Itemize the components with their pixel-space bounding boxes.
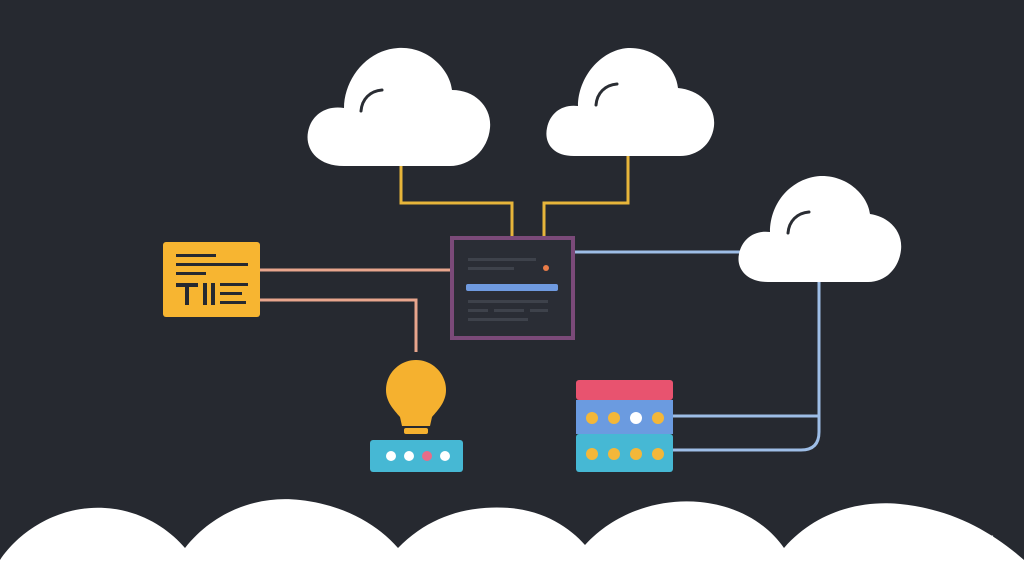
link-doc-bulb bbox=[260, 298, 418, 352]
link-cloud-left-hub bbox=[399, 160, 514, 238]
watermark-text: 资讯网 bbox=[961, 534, 994, 547]
router-icon bbox=[370, 440, 463, 472]
connections bbox=[260, 150, 821, 452]
cloud-icon bbox=[307, 47, 491, 166]
document-icon bbox=[163, 242, 260, 317]
cloud-icon bbox=[738, 175, 902, 282]
link-cloud-right-server-bottom bbox=[672, 416, 821, 452]
link-cloud-mid-hub bbox=[542, 150, 630, 238]
link-cloud-right-server-top bbox=[672, 275, 821, 418]
cloud-icon bbox=[546, 47, 715, 156]
hub-window-icon bbox=[450, 236, 575, 340]
cloud-bank-decoration bbox=[0, 499, 1024, 576]
server-icon bbox=[576, 380, 673, 472]
lightbulb-icon bbox=[386, 360, 446, 434]
